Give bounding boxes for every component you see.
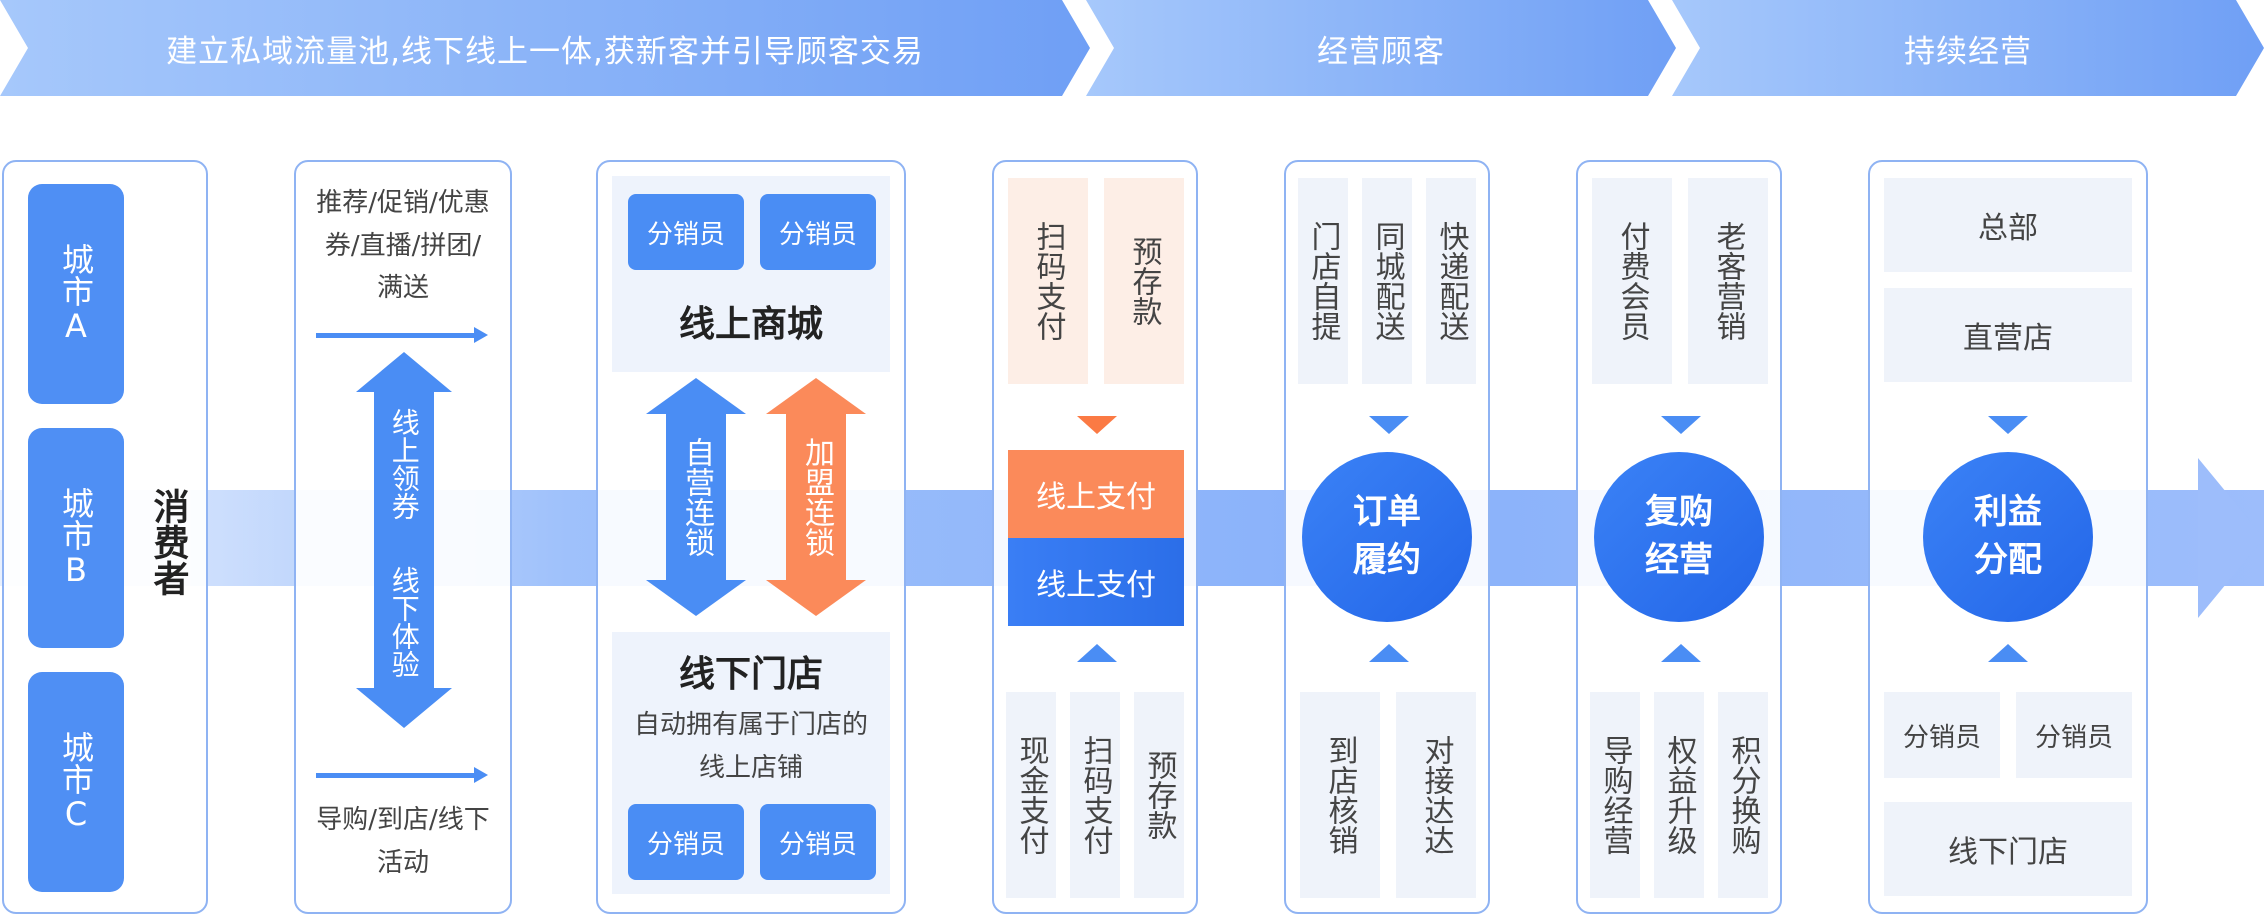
cash-pay-item: 现金支付 xyxy=(1006,692,1056,898)
profit-column: 总部 直营店 利益分配 分销员 分销员 线下门店 xyxy=(1868,160,2148,914)
paid-member-item: 付费会员 xyxy=(1592,178,1672,384)
guide-channels-text: 导购/到店/线下活动 xyxy=(316,805,490,878)
circle-label: 利益分配 xyxy=(1974,492,2042,580)
store-pickup-item: 门店自提 xyxy=(1298,178,1348,384)
city-label: 城市A xyxy=(57,243,95,345)
scan-pay-item: 扫码支付 xyxy=(1008,178,1088,384)
points-exchange-item: 积分换购 xyxy=(1718,692,1768,898)
circle-label: 复购经营 xyxy=(1645,492,1713,580)
distributor-badge: 分销员 xyxy=(760,804,876,880)
city-c-card: 城市C xyxy=(28,672,124,892)
consumers-column: 城市A 城市B 城市C 消费者 xyxy=(2,160,208,914)
prepaid-item: 预存款 xyxy=(1134,692,1184,898)
guide-operation-item: 导购经营 xyxy=(1590,692,1640,898)
scan-pay-item: 扫码支付 xyxy=(1070,692,1120,898)
store-verify-item: 到店核销 xyxy=(1300,692,1380,898)
down-triangle xyxy=(1077,416,1117,434)
self-run-chain-label: 自营连锁 xyxy=(679,437,714,557)
franchise-arrow-shaft xyxy=(786,412,846,582)
stores-column: 分销员 分销员 线上商城 自营连锁 加盟连锁 线下门店 自动拥有属于门店的线上店… xyxy=(596,160,906,914)
offline-store-desc: 自动拥有属于门店的线上店铺 xyxy=(633,710,868,783)
distributor-box: 分销员 xyxy=(1884,692,2000,778)
stage-banner-acquire: 建立私域流量池,线下线上一体,获新客并引导顾客交易 xyxy=(0,0,1090,96)
self-run-arrow-up xyxy=(646,378,746,414)
online-mall-panel: 分销员 分销员 线上商城 xyxy=(612,176,890,372)
up-triangle xyxy=(1369,644,1409,662)
channels-column: 推荐/促销/优惠券/直播/拼团/满送 线上领券 线下体验 导购/到店/线下活动 xyxy=(294,160,512,914)
up-triangle xyxy=(1988,644,2028,662)
consumer-label: 消费者 xyxy=(147,488,189,596)
old-customer-marketing-item: 老客营销 xyxy=(1688,178,1768,384)
up-triangle xyxy=(1661,644,1701,662)
franchise-chain-label: 加盟连锁 xyxy=(799,437,834,557)
distributor-badge: 分销员 xyxy=(760,194,876,270)
online-mall-title: 线上商城 xyxy=(678,304,823,345)
down-triangle xyxy=(1661,416,1701,434)
headquarters-box: 总部 xyxy=(1884,178,2132,272)
double-arrow-up-head xyxy=(356,352,452,392)
stage-banner-sustain: 持续经营 xyxy=(1672,0,2264,96)
self-run-arrow-down xyxy=(646,580,746,616)
same-city-delivery-item: 同城配送 xyxy=(1362,178,1412,384)
city-label: 城市C xyxy=(57,731,95,833)
city-a-card: 城市A xyxy=(28,184,124,404)
stage-label: 建立私域流量池,线下线上一体,获新客并引导顾客交易 xyxy=(166,33,924,70)
profit-distribution-circle: 利益分配 xyxy=(1923,452,2093,622)
down-triangle xyxy=(1369,416,1409,434)
promo-channels-text: 推荐/促销/优惠券/直播/拼团/满送 xyxy=(316,187,490,304)
city-b-card: 城市B xyxy=(28,428,124,648)
double-arrow-down-head xyxy=(356,688,452,728)
repurchase-column: 付费会员 老客营销 复购经营 导购经营 权益升级 积分换购 xyxy=(1576,160,1782,914)
stage-label: 经营顾客 xyxy=(1317,33,1445,70)
repurchase-circle: 复购经营 xyxy=(1594,452,1764,622)
flow-arrowhead xyxy=(2198,458,2264,618)
right-arrow xyxy=(316,773,476,778)
franchise-arrow-up xyxy=(766,378,866,414)
fulfillment-column: 门店自提 同城配送 快递配送 订单履约 到店核销 对接达达 xyxy=(1284,160,1490,914)
offline-store-title: 线下门店 xyxy=(678,654,823,695)
dada-integration-item: 对接达达 xyxy=(1396,692,1476,898)
double-arrow-shaft xyxy=(374,390,434,690)
right-arrow-head xyxy=(474,767,488,783)
up-triangle xyxy=(1077,644,1117,662)
online-pay-blue-box: 线上支付 xyxy=(1008,538,1184,626)
franchise-arrow-down xyxy=(766,580,866,616)
circle-label: 订单履约 xyxy=(1353,492,1421,580)
express-delivery-item: 快递配送 xyxy=(1426,178,1476,384)
distributor-badge: 分销员 xyxy=(628,194,744,270)
benefit-upgrade-item: 权益升级 xyxy=(1654,692,1704,898)
prepaid-item: 预存款 xyxy=(1104,178,1184,384)
right-arrow-head xyxy=(474,327,488,343)
city-label: 城市B xyxy=(57,487,95,589)
online-coupon-label: 线上领券 xyxy=(387,408,421,520)
direct-store-box: 直营店 xyxy=(1884,288,2132,382)
down-triangle xyxy=(1988,416,2028,434)
stage-banner-operate: 经营顾客 xyxy=(1086,0,1676,96)
offline-store-panel: 线下门店 自动拥有属于门店的线上店铺 分销员 分销员 xyxy=(612,632,890,894)
offline-store-box: 线下门店 xyxy=(1884,802,2132,896)
distributor-badge: 分销员 xyxy=(628,804,744,880)
offline-experience-label: 线下体验 xyxy=(387,566,421,678)
order-fulfillment-circle: 订单履约 xyxy=(1302,452,1472,622)
online-pay-orange-box: 线上支付 xyxy=(1008,450,1184,538)
payment-column: 扫码支付 预存款 线上支付 线上支付 现金支付 扫码支付 预存款 xyxy=(992,160,1198,914)
distributor-box: 分销员 xyxy=(2016,692,2132,778)
right-arrow xyxy=(316,333,476,338)
stage-label: 持续经营 xyxy=(1904,33,2032,70)
self-run-arrow-shaft xyxy=(666,412,726,582)
